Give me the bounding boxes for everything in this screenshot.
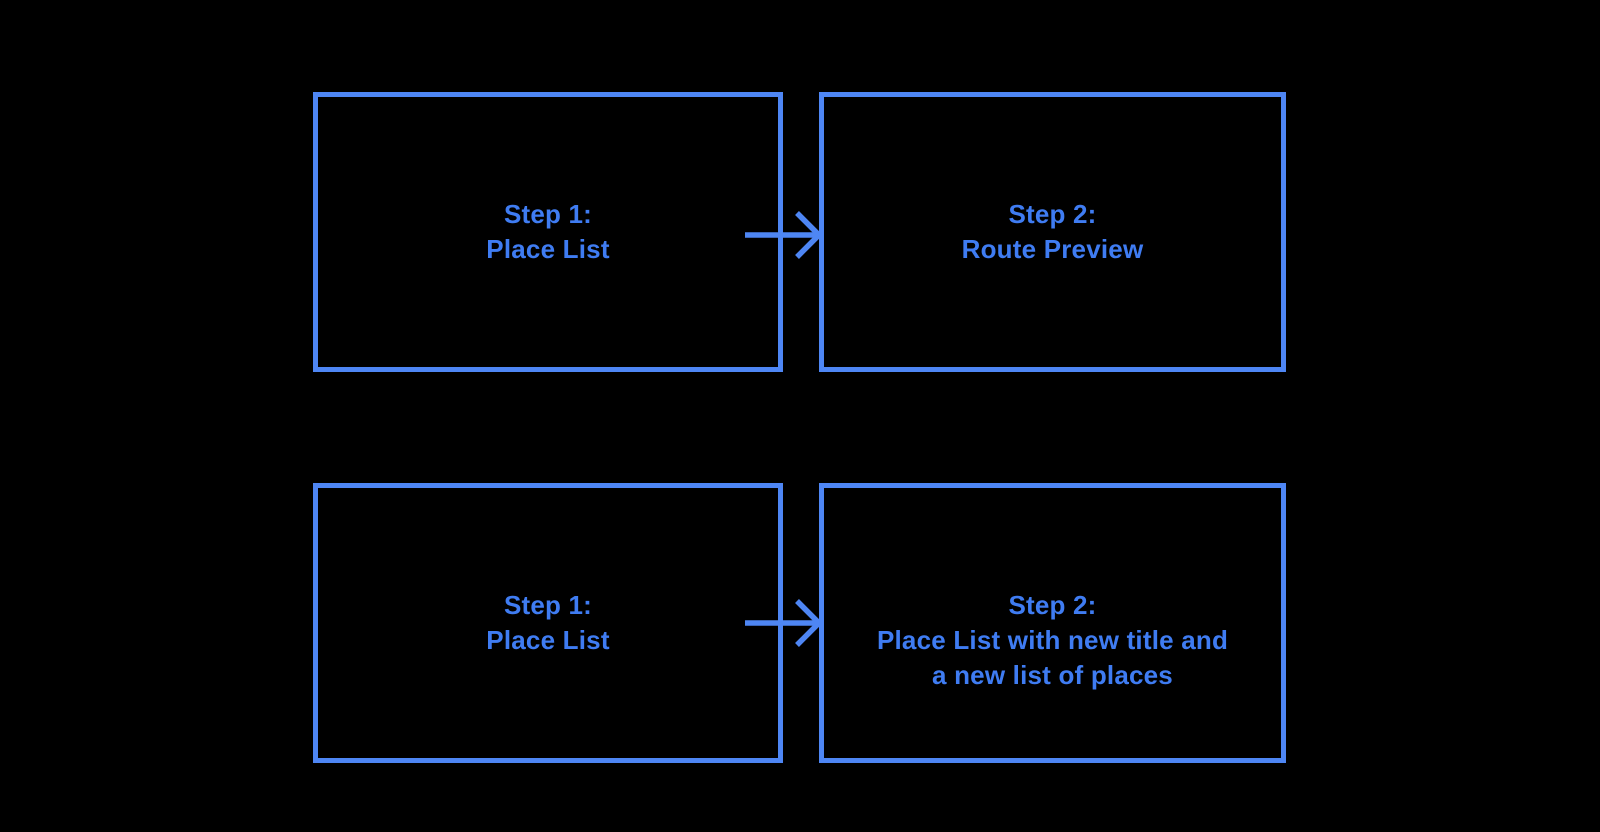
box-label-line: Step 2:: [1008, 590, 1097, 620]
box-label-line: Step 2:: [1008, 199, 1097, 229]
flow-box-top-step-1: Step 1: Place List: [313, 92, 783, 372]
box-label-line: a new list of places: [932, 660, 1173, 690]
box-label-line: Route Preview: [961, 234, 1144, 264]
box-label-line: Step 1:: [503, 199, 593, 229]
arrow-right-icon: [745, 599, 823, 647]
box-label: Step 1: Place List: [318, 197, 778, 267]
box-label: Step 1: Place List: [318, 588, 778, 658]
box-label-line: Step 1:: [503, 590, 593, 620]
box-label: Step 2: Place List with new title and a …: [824, 588, 1281, 693]
box-label-line: Place List: [486, 625, 610, 655]
box-label-line: Place List with new title and: [876, 625, 1229, 655]
box-label-line: Place List: [486, 234, 610, 264]
flow-box-bottom-step-1: Step 1: Place List: [313, 483, 783, 763]
flow-box-bottom-step-2: Step 2: Place List with new title and a …: [819, 483, 1286, 763]
arrow-right-icon: [745, 211, 823, 259]
box-label: Step 2: Route Preview: [824, 197, 1281, 267]
flow-box-top-step-2: Step 2: Route Preview: [819, 92, 1286, 372]
